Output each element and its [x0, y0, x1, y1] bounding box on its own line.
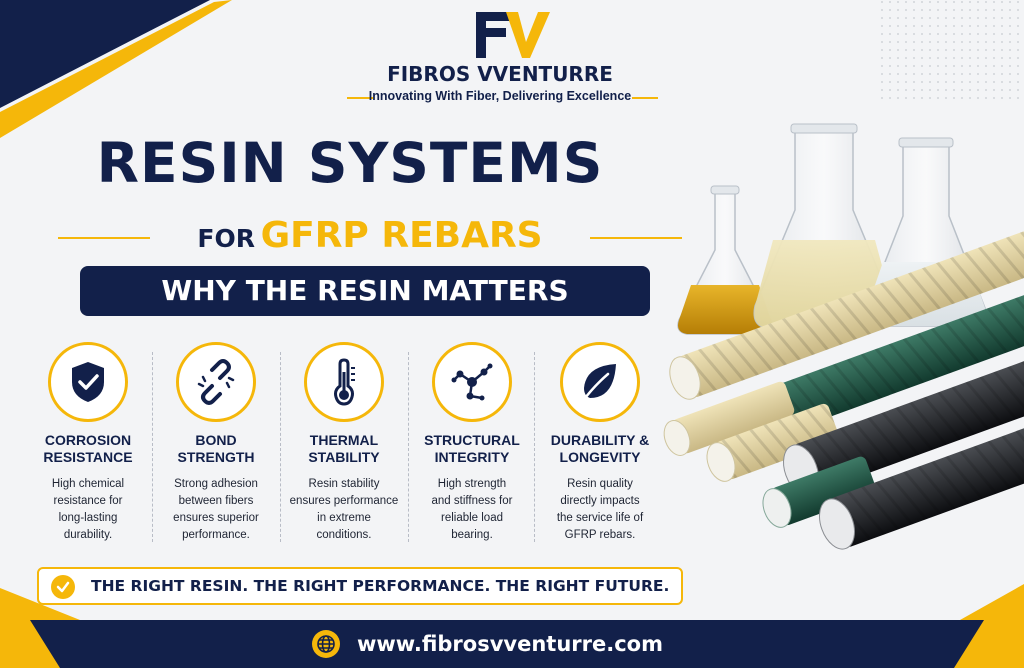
feature-icon-circle: [432, 342, 512, 422]
footer-bar: www.fibrosvventurre.com: [0, 620, 1024, 668]
shield-check-icon: [72, 362, 104, 402]
subtitle-for-word: FOR: [197, 224, 255, 253]
resin-flasks-and-rebars-illustration: [663, 123, 1024, 550]
bottom-right-corner-decoration: [960, 584, 1024, 620]
feature-corrosion-resistance: CORROSION RESISTANCE High chemical resis…: [24, 342, 152, 544]
feature-description: Resin stability ensures performance in e…: [289, 478, 399, 541]
brand-name: FIBROS VVENTURRE: [387, 62, 613, 86]
brand-tagline: Innovating With Fiber, Delivering Excell…: [368, 89, 632, 103]
website-link[interactable]: www.fibrosvventurre.com: [357, 632, 663, 656]
chain-link-icon: [197, 359, 235, 405]
feature-title: STRUCTURAL INTEGRITY: [424, 432, 520, 465]
leaf-icon: [580, 364, 616, 404]
tagline-rule-right: [632, 97, 658, 99]
footer-right-stripe: [954, 620, 1024, 668]
feature-structural-integrity: STRUCTURAL INTEGRITY High strength and s…: [408, 342, 536, 544]
molecule-icon: [451, 363, 493, 401]
headline-title: RESIN SYSTEMS: [96, 131, 604, 195]
subtitle-rule-right: [590, 237, 682, 239]
feature-description: Resin quality directly impacts the servi…: [556, 478, 644, 541]
tagline-rule-left: [347, 97, 373, 99]
top-left-corner-decoration: [0, 0, 232, 138]
globe-icon: [312, 630, 340, 658]
dot-pattern-decoration: [880, 0, 1024, 100]
feature-divider: [280, 352, 281, 542]
feature-thermal-stability: THERMAL STABILITY Resin stability ensure…: [280, 342, 408, 544]
check-circle-icon: [51, 575, 75, 599]
subtitle-rule-left: [58, 237, 150, 239]
feature-divider: [152, 352, 153, 542]
feature-divider: [408, 352, 409, 542]
subtitle-gfrp-rebars: GFRP REBARS: [260, 215, 543, 256]
tagline-callout: THE RIGHT RESIN. THE RIGHT PERFORMANCE. …: [37, 567, 683, 605]
why-resin-banner: WHY THE RESIN MATTERS: [80, 266, 650, 316]
thermometer-icon: [334, 358, 355, 406]
feature-durability-longevity: DURABILITY & LONGEVITY Resin quality dir…: [536, 342, 664, 544]
feature-icon-circle: [48, 342, 128, 422]
feature-divider: [534, 352, 535, 542]
callout-text: THE RIGHT RESIN. THE RIGHT PERFORMANCE. …: [91, 577, 670, 595]
footer-left-stripe: [0, 620, 60, 668]
headline-subtitle: FOR GFRP REBARS: [150, 212, 590, 266]
feature-icon-circle: [176, 342, 256, 422]
feature-title: THERMAL STABILITY: [308, 432, 380, 465]
feature-title: CORROSION RESISTANCE: [43, 432, 133, 465]
fv-logo: [476, 12, 550, 58]
feature-bond-strength: BOND STRENGTH Strong adhesion between fi…: [152, 342, 280, 544]
feature-title: DURABILITY & LONGEVITY: [550, 432, 650, 465]
feature-icon-circle: [560, 342, 640, 422]
feature-description: High chemical resistance for long-lastin…: [51, 478, 125, 541]
feature-title: BOND STRENGTH: [177, 432, 255, 465]
feature-description: High strength and stiffness for reliable…: [431, 478, 513, 541]
feature-description: Strong adhesion between fibers ensures s…: [173, 478, 259, 541]
feature-icon-circle: [304, 342, 384, 422]
